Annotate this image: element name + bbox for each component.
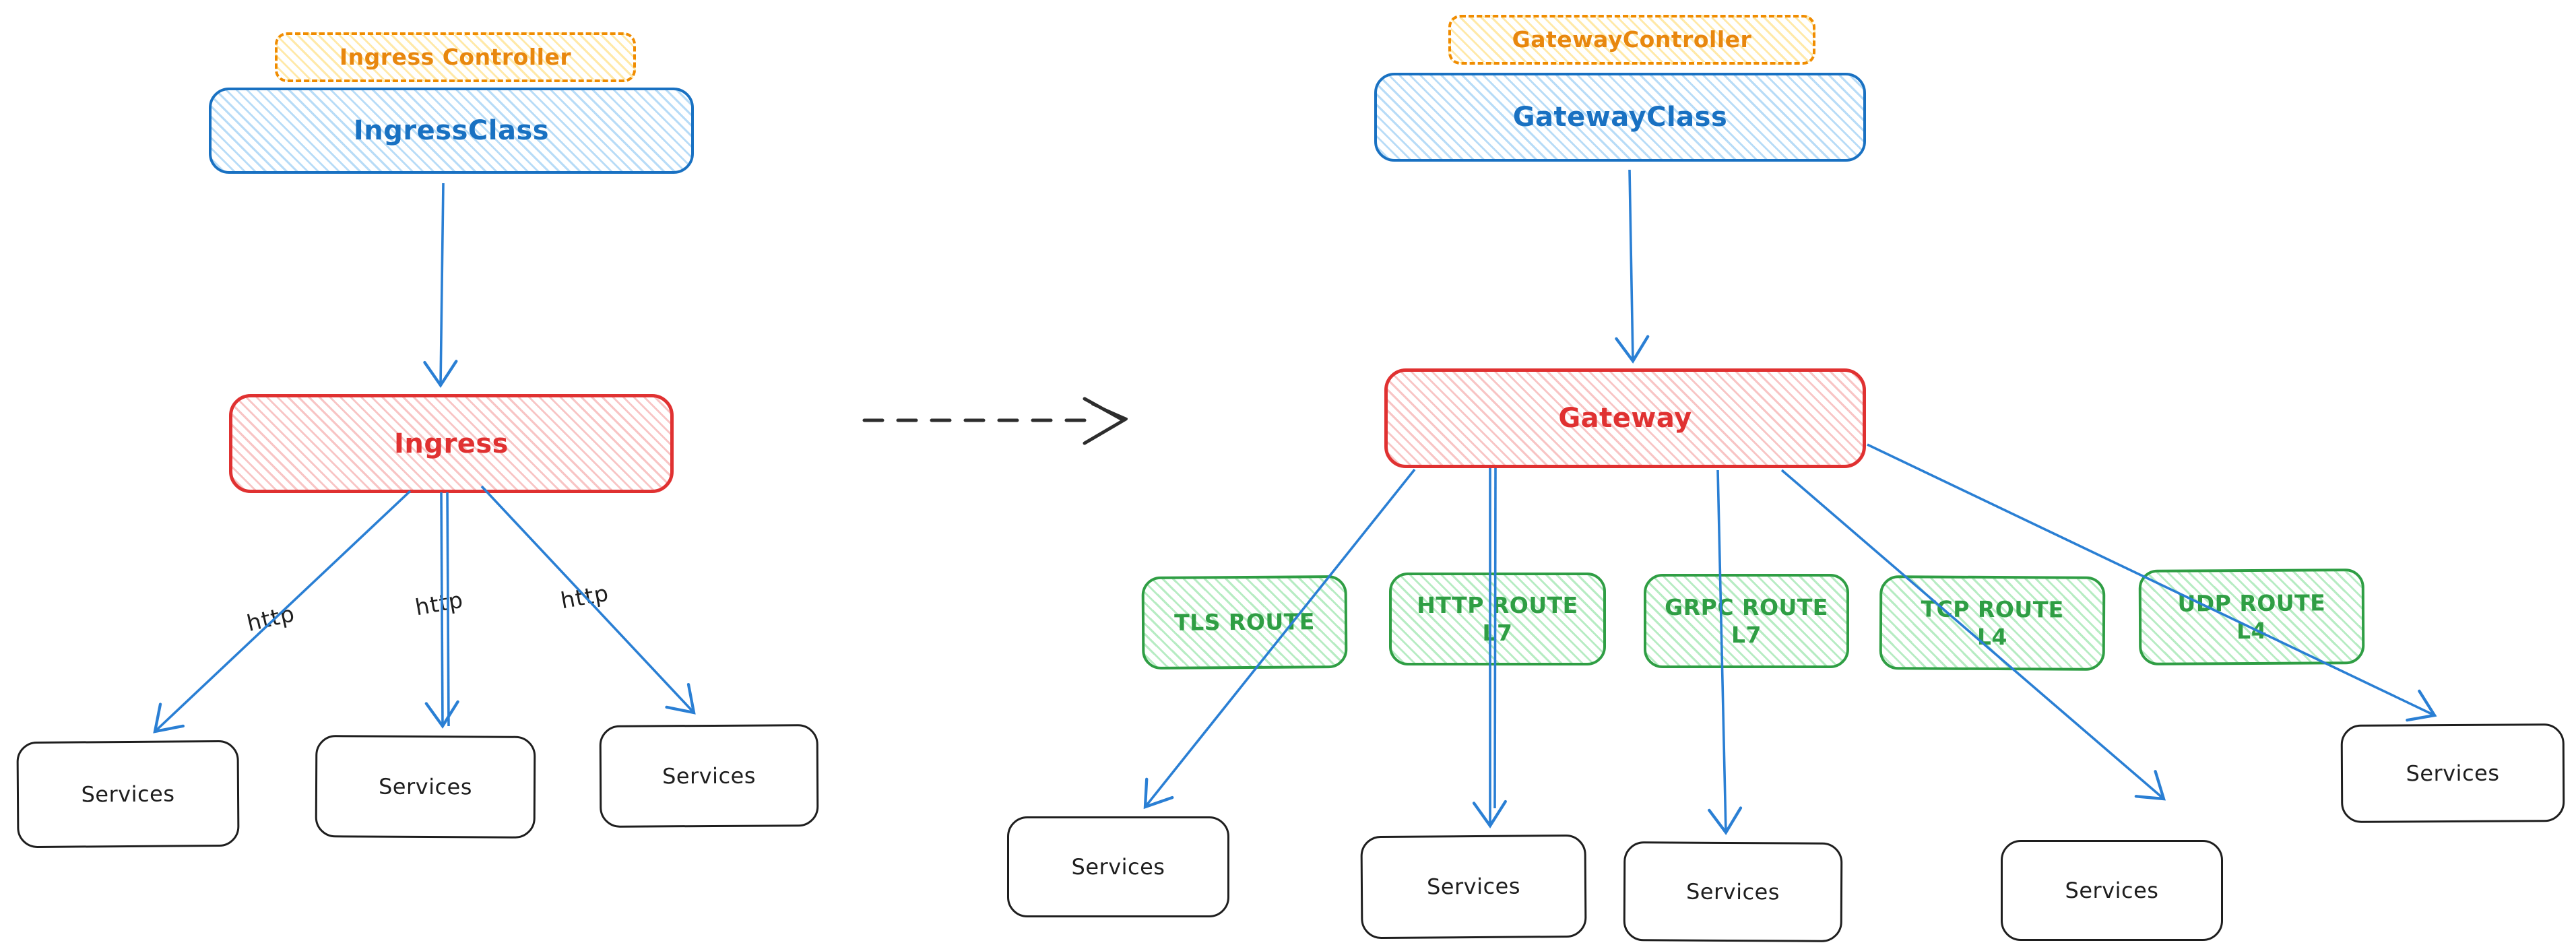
service-box-left-1: Services bbox=[16, 740, 240, 849]
ingress-controller-label: Ingress Controller bbox=[339, 44, 572, 71]
edge-label-http-3: http bbox=[553, 577, 616, 616]
route-layer: L4 bbox=[1976, 623, 2007, 651]
ingress-controller-box: Ingress Controller bbox=[275, 32, 636, 82]
service-label: Services bbox=[2065, 877, 2159, 903]
gateway-controller-box: GatewayController bbox=[1448, 15, 1815, 65]
route-box-http: HTTP ROUTE L7 bbox=[1389, 573, 1606, 665]
route-box-udp: UDP ROUTE L4 bbox=[2138, 568, 2365, 665]
gateway-label: Gateway bbox=[1558, 403, 1692, 434]
service-box-right-4: Services bbox=[2001, 840, 2223, 941]
service-box-left-2: Services bbox=[315, 735, 536, 839]
service-label: Services bbox=[2406, 760, 2500, 787]
service-label: Services bbox=[662, 762, 756, 789]
route-layer: L4 bbox=[2236, 617, 2267, 645]
service-box-right-1: Services bbox=[1007, 816, 1229, 917]
route-title: UDP ROUTE bbox=[2177, 589, 2326, 617]
service-label: Services bbox=[81, 781, 175, 808]
route-box-grpc: GRPC ROUTE L7 bbox=[1644, 574, 1849, 668]
arrow-ingressclass-to-ingress bbox=[423, 183, 458, 388]
route-layer: L7 bbox=[1731, 622, 1762, 648]
route-title: TLS ROUTE bbox=[1174, 608, 1315, 637]
route-box-tls: TLS ROUTE bbox=[1141, 575, 1348, 670]
route-layer: L7 bbox=[1482, 620, 1513, 646]
service-label: Services bbox=[1071, 853, 1165, 880]
arrow-gatewayclass-to-gateway bbox=[1615, 169, 1650, 364]
service-label: Services bbox=[1426, 873, 1521, 900]
ingress-class-label: IngressClass bbox=[353, 115, 550, 146]
ingress-class-box: IngressClass bbox=[209, 88, 694, 174]
service-box-left-3: Services bbox=[599, 724, 819, 828]
service-label: Services bbox=[378, 773, 473, 800]
edge-label-http-2: http bbox=[408, 584, 471, 623]
gateway-controller-label: GatewayController bbox=[1512, 26, 1752, 53]
ingress-label: Ingress bbox=[394, 428, 509, 459]
arrow-transition-head bbox=[1083, 397, 1128, 445]
gateway-box: Gateway bbox=[1384, 368, 1866, 468]
edge-label-http-1: http bbox=[238, 597, 303, 639]
service-box-right-5: Services bbox=[2340, 723, 2565, 823]
ingress-box: Ingress bbox=[229, 394, 674, 493]
route-title: TCP ROUTE bbox=[1921, 595, 2064, 623]
gateway-class-label: GatewayClass bbox=[1512, 102, 1728, 133]
route-title: GRPC ROUTE bbox=[1665, 593, 1828, 620]
route-title: HTTP ROUTE bbox=[1417, 591, 1578, 618]
gateway-class-box: GatewayClass bbox=[1374, 73, 1866, 162]
arrow-transition-head-stroke2 bbox=[1091, 403, 1128, 420]
service-box-right-2: Services bbox=[1360, 834, 1587, 940]
service-label: Services bbox=[1685, 878, 1780, 905]
route-box-tcp: TCP ROUTE L4 bbox=[1879, 575, 2106, 671]
service-box-right-3: Services bbox=[1623, 841, 1843, 942]
